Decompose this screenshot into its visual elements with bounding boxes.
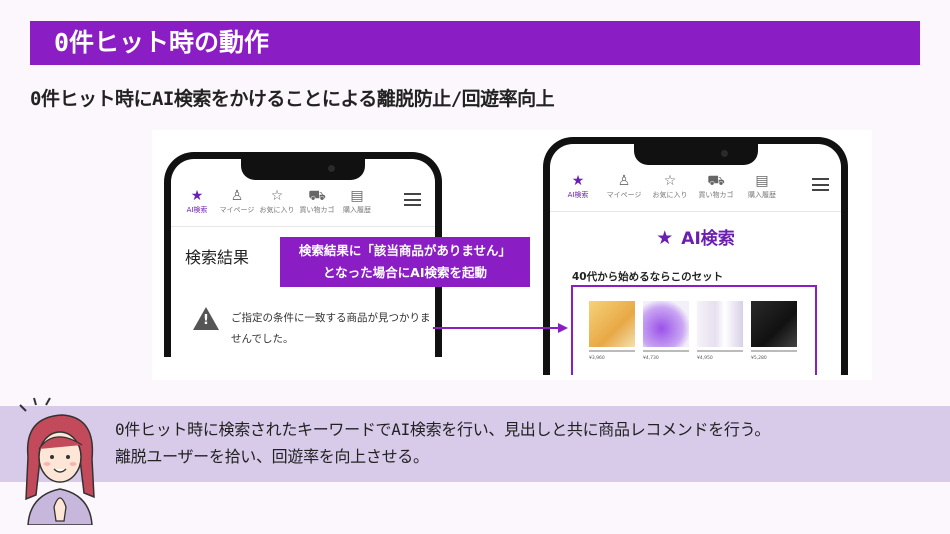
ai-search-header: ★ AI検索 [550, 224, 841, 249]
nav-label: 購入履歴 [748, 191, 776, 199]
nav-label: マイページ [606, 191, 642, 199]
stars-icon: ★ [656, 227, 674, 249]
stars-icon: ★ [571, 173, 585, 189]
nav-label: お気に入り [259, 206, 295, 214]
nav-label: AI検索 [567, 191, 589, 199]
trigger-callout: 検索結果に「該当商品がありません」 となった場合にAI検索を起動 [280, 237, 530, 287]
nav-item-mypage[interactable]: ♙ マイページ [215, 187, 259, 215]
product-name-line [751, 350, 797, 352]
nav-label: 買い物カゴ [299, 206, 335, 214]
product-price: ¥3,960 [589, 356, 605, 361]
summary-text: 0件ヒット時に検索されたキーワードでAI検索を行い、見出しと共に商品レコメンドを… [115, 416, 945, 470]
camera-dot [328, 165, 335, 172]
recommend-heading: 40代から始めるならこのセット [572, 271, 724, 283]
document-icon: ▤ [755, 173, 769, 189]
product-price: ¥4,950 [697, 356, 713, 361]
page-title: 検索結果 [185, 248, 250, 267]
product-card[interactable]: ¥4,950 [697, 301, 743, 361]
summary-line-2: 離脱ユーザーを拾い、回遊率を向上させる。 [115, 447, 429, 466]
recommend-product-box: ¥3,960 ¥4,730 ¥4,950 ¥5,280 [571, 285, 817, 375]
flow-arrow-line [433, 327, 559, 329]
nav-item-favorites[interactable]: ☆ お気に入り [648, 172, 692, 200]
nav-label: AI検索 [186, 206, 208, 214]
nav-item-mypage[interactable]: ♙ マイページ [602, 172, 646, 200]
warning-icon-mark: ! [203, 313, 209, 328]
product-name-line [643, 350, 689, 352]
nav-item-favorites[interactable]: ☆ お気に入り [255, 187, 299, 215]
stars-icon: ★ [190, 188, 204, 204]
product-name-line [589, 350, 635, 352]
ai-search-title: AI検索 [681, 229, 735, 249]
phone-notch [633, 144, 758, 165]
nav-label: 買い物カゴ [698, 191, 734, 199]
summary-line-1: 0件ヒット時に検索されたキーワードでAI検索を行い、見出しと共に商品レコメンドを… [115, 420, 771, 439]
product-price: ¥5,280 [751, 356, 767, 361]
star-outline-icon: ☆ [663, 173, 677, 189]
document-icon: ▤ [350, 188, 364, 204]
product-card[interactable]: ¥3,960 [589, 301, 635, 361]
nav-item-ai-search[interactable]: ★ AI検索 [175, 187, 219, 215]
nav-label: 購入履歴 [343, 206, 371, 214]
app-nav-bar: ★ AI検索 ♙ マイページ ☆ お気に入り ⛟ 買い物カゴ ▤ 購入履歴 [550, 172, 841, 212]
camera-dot [720, 150, 728, 157]
phone-notch [241, 159, 365, 180]
product-image [751, 301, 797, 347]
presenter-avatar-icon [19, 397, 95, 525]
nav-label: マイページ [219, 206, 255, 214]
product-name-line [697, 350, 743, 352]
empty-result-message: ご指定の条件に一致する商品が見つかりませんでした。 [231, 312, 431, 345]
nav-item-cart[interactable]: ⛟ 買い物カゴ [295, 187, 339, 215]
nav-item-ai-search[interactable]: ★ AI検索 [556, 172, 600, 200]
warning-icon [193, 307, 219, 330]
cart-icon: ⛟ [707, 173, 725, 189]
app-nav-bar: ★ AI検索 ♙ マイページ ☆ お気に入り ⛟ 買い物カゴ ▤ 購入履歴 [171, 187, 435, 227]
slide-subtitle: 0件ヒット時にAI検索をかけることによる離脱防止/回遊率向上 [30, 88, 555, 110]
menu-icon[interactable] [812, 178, 829, 191]
person-icon: ♙ [230, 188, 244, 204]
product-price: ¥4,730 [643, 356, 659, 361]
person-icon: ♙ [617, 173, 631, 189]
product-card[interactable]: ¥5,280 [751, 301, 797, 361]
star-outline-icon: ☆ [270, 188, 284, 204]
nav-item-history[interactable]: ▤ 購入履歴 [335, 187, 379, 215]
product-card[interactable]: ¥4,730 [643, 301, 689, 361]
cart-icon: ⛟ [308, 188, 326, 204]
slide-title: 0件ヒット時の動作 [30, 21, 920, 65]
menu-icon[interactable] [404, 193, 421, 206]
arrow-right-icon [558, 323, 568, 333]
nav-label: お気に入り [652, 191, 688, 199]
callout-line-1: 検索結果に「該当商品がありません」 [298, 243, 512, 258]
callout-line-2: となった場合にAI検索を起動 [323, 265, 487, 280]
product-image [643, 301, 689, 347]
nav-item-cart[interactable]: ⛟ 買い物カゴ [694, 172, 738, 200]
phone-ai-search: ★ AI検索 ♙ マイページ ☆ お気に入り ⛟ 買い物カゴ ▤ 購入履歴 ★ A… [543, 137, 848, 375]
nav-item-history[interactable]: ▤ 購入履歴 [740, 172, 784, 200]
summary-band [0, 406, 950, 482]
product-image [589, 301, 635, 347]
product-image [697, 301, 743, 347]
